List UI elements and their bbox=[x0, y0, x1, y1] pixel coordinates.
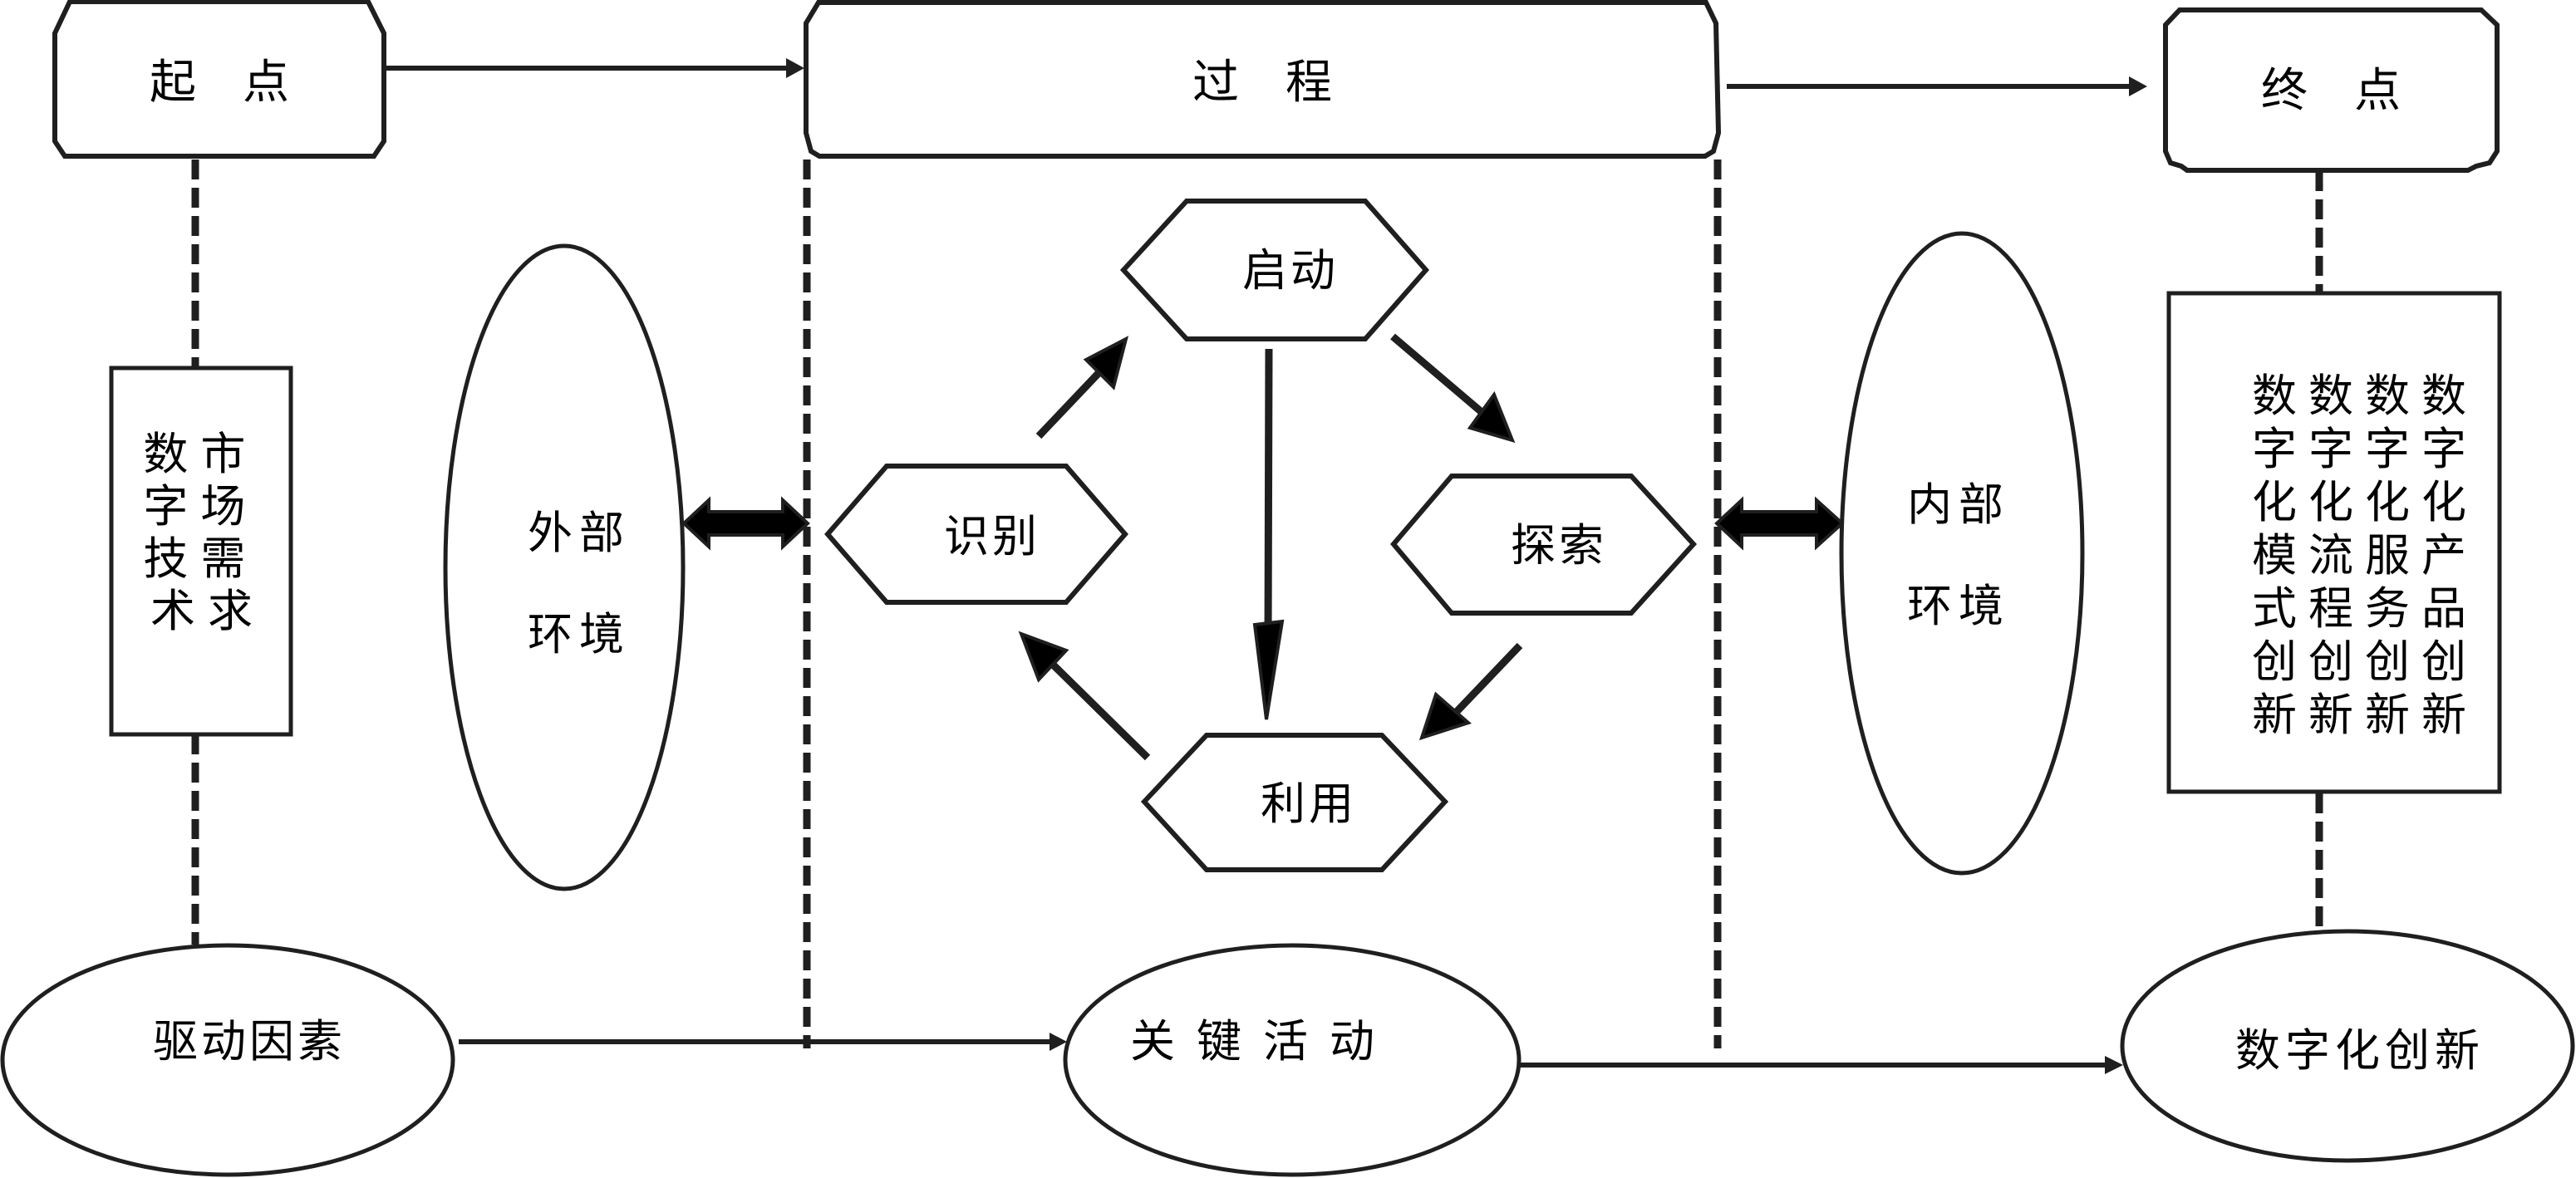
hexagon-start-label: 启动 bbox=[1242, 244, 1339, 297]
arrow-exploit-to-identify bbox=[1018, 631, 1151, 761]
outcome-character: 流 bbox=[2308, 529, 2353, 582]
arrow-start-to-process bbox=[386, 58, 804, 78]
drivers-column-digital-tech: 数 字 技 术 bbox=[143, 428, 202, 637]
key-activities-ellipse-label: 关键活动 bbox=[1130, 1015, 1396, 1068]
outcome-character: 新 bbox=[2252, 689, 2297, 741]
arrow-start-to-explore bbox=[1390, 333, 1516, 444]
arrow-start-to-exploit bbox=[1252, 348, 1285, 720]
arrow-head-icon bbox=[1418, 691, 1472, 741]
outcome-character: 新 bbox=[2421, 689, 2466, 741]
start-box: 起 点 bbox=[52, 0, 386, 159]
arrow-process-to-end bbox=[1727, 76, 2147, 96]
outcome-character: 新 bbox=[2365, 689, 2410, 741]
arrow-identify-to-start bbox=[1035, 336, 1129, 439]
arrow-head-icon bbox=[1083, 336, 1129, 390]
outcome-column: 数字化产品创新 bbox=[2421, 370, 2466, 741]
process-box-label: 过 程 bbox=[1192, 56, 1332, 110]
external-environment-ellipse: 外部 环境 bbox=[443, 243, 686, 891]
outcome-character: 新 bbox=[2308, 689, 2353, 741]
drivers-ellipse: 驱动因素 bbox=[0, 943, 455, 1177]
arrow-head-icon bbox=[2105, 1056, 2123, 1074]
arrow-head-icon bbox=[2129, 76, 2147, 96]
arrow-drivers-to-key-activities bbox=[459, 1033, 1067, 1051]
arrow-key-activities-to-innovation bbox=[1519, 1056, 2123, 1074]
outcome-character: 模 bbox=[2252, 529, 2297, 582]
outcome-character: 程 bbox=[2308, 582, 2353, 635]
outcome-character: 服 bbox=[2365, 529, 2410, 582]
outcome-column: 数字化流程创新 bbox=[2308, 370, 2353, 741]
double-arrow-process-internal-icon bbox=[1714, 496, 1845, 551]
start-box-label: 起 点 bbox=[150, 56, 289, 110]
arrow-head-icon bbox=[1018, 631, 1069, 683]
process-box: 过 程 bbox=[804, 0, 1722, 159]
hexagon-exploit: 利用 bbox=[1140, 733, 1449, 872]
hexagon-exploit-label: 利用 bbox=[1261, 778, 1357, 830]
outcome-character: 创 bbox=[2252, 636, 2297, 688]
outcome-character: 式 bbox=[2252, 582, 2297, 635]
outcome-character: 化 bbox=[2308, 476, 2353, 528]
outcome-column: 数字化服务创新 bbox=[2365, 370, 2410, 741]
drivers-ellipse-label: 驱动因素 bbox=[153, 1015, 346, 1068]
end-box: 终 点 bbox=[2163, 7, 2500, 173]
outcome-character: 化 bbox=[2421, 476, 2466, 528]
outcome-character: 产 bbox=[2421, 529, 2466, 582]
outcome-character: 字 bbox=[2365, 423, 2410, 475]
outcome-character: 务 bbox=[2365, 582, 2410, 635]
outcome-character: 数 bbox=[2252, 370, 2297, 422]
internal-environment-line-2: 环境 bbox=[1907, 580, 2010, 632]
arrow-head-icon bbox=[1252, 619, 1285, 720]
arrow-head-icon bbox=[1050, 1033, 1067, 1051]
outcome-character: 创 bbox=[2421, 636, 2466, 688]
internal-environment-ellipse: 内部 环境 bbox=[1839, 231, 2085, 876]
outcome-character: 化 bbox=[2365, 476, 2410, 528]
external-environment-line-1: 外部 bbox=[528, 507, 631, 559]
arrow-head-icon bbox=[1467, 390, 1516, 444]
internal-environment-line-1: 内部 bbox=[1907, 479, 2010, 531]
outcome-character: 创 bbox=[2365, 636, 2410, 688]
outcome-character: 数 bbox=[2308, 370, 2353, 422]
hexagon-identify: 识别 bbox=[824, 464, 1128, 605]
digital-innovation-ellipse-label: 数字化创新 bbox=[2235, 1024, 2485, 1077]
outcome-character: 品 bbox=[2421, 582, 2466, 635]
outcome-character: 字 bbox=[2252, 423, 2297, 475]
key-activities-ellipse: 关键活动 bbox=[1063, 943, 1522, 1177]
arrow-head-icon bbox=[786, 58, 804, 78]
outcome-character: 字 bbox=[2421, 423, 2466, 475]
hexagon-identify-label: 识别 bbox=[944, 510, 1040, 562]
hexagon-explore: 探索 bbox=[1390, 474, 1698, 616]
digital-innovation-ellipse: 数字化创新 bbox=[2120, 929, 2575, 1163]
double-arrow-external-process-icon bbox=[681, 496, 810, 551]
outcome-character: 创 bbox=[2308, 636, 2353, 688]
hexagon-start: 启动 bbox=[1119, 199, 1429, 341]
hexagon-explore-label: 探索 bbox=[1511, 519, 1607, 572]
outcome-character: 数 bbox=[2365, 370, 2410, 422]
end-box-label: 终 点 bbox=[2261, 64, 2401, 118]
outcome-character: 数 bbox=[2421, 370, 2466, 422]
outcome-character: 化 bbox=[2252, 476, 2297, 528]
external-environment-line-2: 环境 bbox=[528, 608, 631, 660]
arrow-explore-to-exploit bbox=[1418, 642, 1523, 741]
drivers-detail-box: 数 字 技 术 市 场 需 求 bbox=[109, 366, 293, 737]
outcome-column: 数字化模式创新 bbox=[2252, 370, 2297, 741]
drivers-column-market-demand: 市 场 需 求 bbox=[200, 428, 259, 637]
outcome-character: 字 bbox=[2308, 423, 2353, 475]
